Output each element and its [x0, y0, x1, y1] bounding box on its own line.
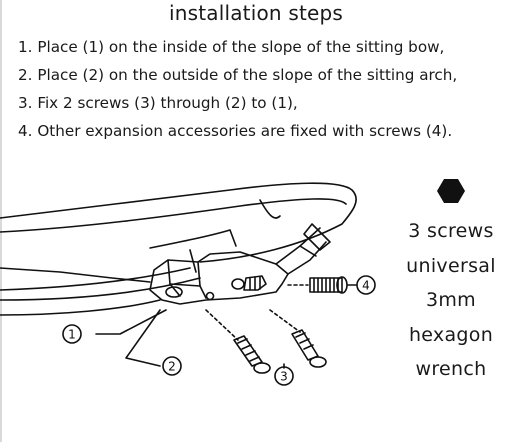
- step-item: 4. Other expansion accessories are fixed…: [18, 122, 453, 140]
- callout-three-circle: [274, 366, 294, 386]
- callout-one-circle: [62, 324, 82, 344]
- steps-list: 1. Place (1) on the inside of the slope …: [18, 33, 512, 145]
- callout-two-label: 2: [168, 360, 176, 374]
- spec-line: 3mm: [425, 289, 476, 311]
- spec-line: 3 screws: [408, 220, 494, 242]
- step-item: 2. Place (2) on the outside of the slope…: [18, 66, 458, 84]
- callout-four-label: 4: [362, 279, 370, 293]
- saddle-diagram: 1 2 3 4: [0, 182, 376, 386]
- step-item: 1. Place (1) on the inside of the slope …: [18, 38, 445, 56]
- saddle-shell: [0, 182, 357, 316]
- callout-two-circle: [162, 356, 182, 376]
- hexagon-icon: [437, 179, 465, 203]
- page-title: installation steps: [168, 1, 344, 25]
- left-border: [0, 0, 2, 442]
- spec-line: hexagon: [408, 323, 494, 346]
- callout-four-circle: [356, 275, 376, 295]
- clamp-body: [149, 223, 331, 305]
- spec-line: wrench: [415, 358, 487, 380]
- callout-three-label: 3: [280, 370, 288, 384]
- screw-four: [287, 276, 348, 294]
- spec-panel: 3 screws universal 3mm hexagon wrench: [390, 178, 512, 387]
- spec-line: universal: [406, 254, 496, 277]
- step-item: 3. Fix 2 screws (3) through (2) to (1),: [18, 94, 298, 112]
- screws-three: [205, 309, 327, 374]
- callout-one-label: 1: [68, 328, 76, 342]
